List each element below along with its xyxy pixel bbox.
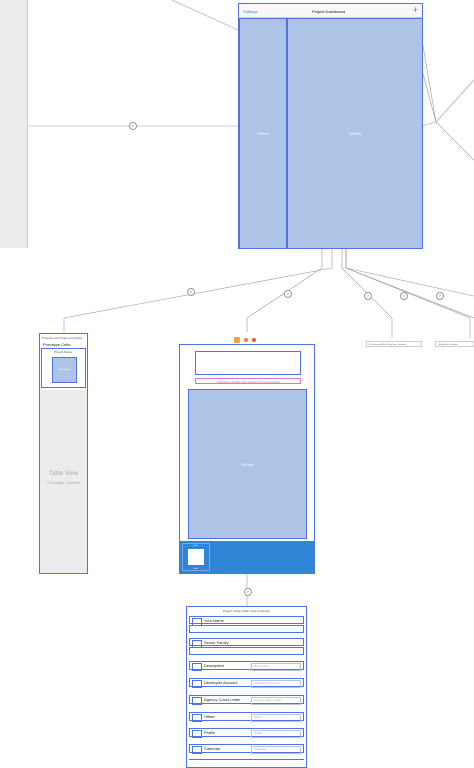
thumbnail-image	[187, 548, 205, 566]
form-row-profile[interactable]: Profile Profile	[189, 728, 304, 738]
segue-badge[interactable]: ⟳	[400, 292, 408, 300]
section-sector-family-field[interactable]	[189, 647, 304, 655]
thumbnail-top-label: Label	[193, 545, 198, 547]
table-view-subtitle: Prototype Content	[47, 480, 80, 485]
detail-main-view[interactable]: UIView	[188, 389, 307, 539]
dashboard-nav-bar: Settings Project Dashboard +	[239, 4, 422, 18]
section-your-name[interactable]: Your Name	[189, 616, 304, 626]
picker-table-view[interactable]: Table View Prototype Content	[40, 390, 87, 573]
dashboard-right-view[interactable]: UIView	[287, 18, 423, 249]
object-icon[interactable]	[234, 337, 240, 343]
plus-icon[interactable]: +	[412, 5, 418, 15]
table-form-header: Project Setup Table View Controller	[222, 609, 271, 613]
segue-line-6	[345, 248, 474, 297]
segue-badge[interactable]: ⟳	[187, 288, 195, 296]
segue-badge[interactable]: ⟳	[364, 292, 372, 300]
form-row-description[interactable]: Description Description	[189, 661, 304, 671]
section-your-name-field[interactable]	[189, 625, 304, 633]
form-row-offset[interactable]: Offset Offset	[189, 712, 304, 722]
thumbnail-bottom-label: Label	[193, 568, 198, 570]
first-responder-icon[interactable]	[244, 338, 248, 342]
project-name-label: Project Name	[54, 350, 73, 354]
detail-scene[interactable]: Navigation/Toolbar Bar Default Text Segm…	[179, 344, 315, 574]
table-view-title: Table View	[49, 471, 78, 477]
exit-icon[interactable]	[252, 338, 256, 342]
segue-line-right-1	[421, 39, 437, 123]
segue-badge[interactable]: ⟳	[284, 290, 292, 298]
settings-button[interactable]: Settings	[243, 9, 258, 14]
picker-section-title: Prototype Cells	[43, 342, 71, 347]
form-row-calendar[interactable]: Calendar Calendar	[189, 744, 304, 754]
detail-bottom-bar[interactable]: Label Label	[180, 541, 314, 573]
dashboard-scene[interactable]: Settings Project Dashboard + UIView UIVi…	[238, 3, 423, 249]
cell-image-view: UIImageView	[52, 357, 77, 383]
segue-badge[interactable]: ⟳	[129, 122, 137, 130]
segue-line-right-3	[435, 121, 474, 161]
segue-line-right-4	[421, 69, 437, 123]
table-form-bottom-edge	[189, 759, 304, 762]
project-picker-scene[interactable]: Projects List Project Controller Prototy…	[39, 333, 88, 574]
segue-line-4	[345, 248, 474, 319]
thumbnail-container[interactable]: Label Label	[182, 543, 210, 571]
form-row-developer-account[interactable]: Developer Account Developer Account	[189, 678, 304, 688]
picker-cell[interactable]: Project Name UIImageView	[41, 348, 86, 388]
left-scene	[0, 0, 28, 248]
segue-line-top	[171, 0, 239, 31]
table-form-scene[interactable]: Project Setup Table View Controller Your…	[186, 606, 307, 768]
segue-line-to-picker	[63, 248, 333, 332]
section-sector-family[interactable]: Sector Family	[189, 638, 304, 648]
detail-pink-text[interactable]: Navigation/Toolbar Bar Default Text Segm…	[195, 378, 301, 384]
small-scene-1[interactable]: Fill Inspectors Blank Story View Control…	[366, 341, 422, 347]
dashboard-left-view[interactable]: UIView	[239, 18, 287, 249]
picker-header: Projects List Project Controller	[42, 336, 83, 340]
segue-badge[interactable]: ⟳	[244, 588, 252, 596]
dashboard-title: Project Dashboard	[312, 9, 346, 14]
form-row-agency-cover-letter[interactable]: Agency Cover Letter Agency Cover Letter	[189, 695, 304, 705]
detail-top-box[interactable]	[195, 351, 301, 375]
segue-badge[interactable]: ⟳	[436, 292, 444, 300]
small-scene-2[interactable]: UIPageView Controller	[435, 341, 474, 347]
detail-scene-dock	[234, 337, 260, 345]
